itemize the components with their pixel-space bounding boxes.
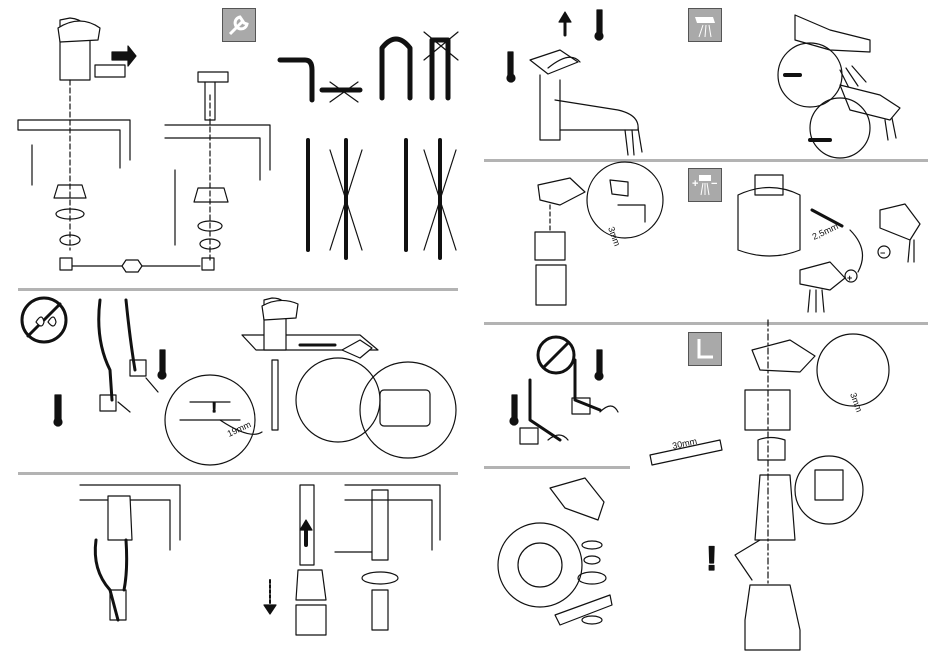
handle-removal-figure (535, 162, 663, 305)
hex-key-size-bottom-label: 3mm (848, 391, 864, 413)
svg-text:!: ! (706, 540, 717, 578)
handle-operation-figure (507, 10, 642, 155)
hex-key-size-small-label: 2,5mm (811, 221, 840, 242)
faucet-mounting-figure (18, 18, 270, 272)
aerator-figure (498, 478, 612, 625)
hose-connect-figure (80, 485, 440, 635)
hex-key-size-top-label: 3mm (606, 225, 622, 247)
minus-symbol: − (880, 248, 885, 258)
hose-bending-figure (280, 32, 458, 258)
shutoff-valves-figure (510, 337, 618, 444)
svg-text:!: ! (212, 400, 216, 415)
connection-figure: ! (22, 298, 456, 465)
limiter-cartridge-figure (738, 175, 920, 312)
shower-head-figure (778, 15, 900, 158)
plus-symbol: + (847, 273, 852, 283)
wrench-size-label: 19mm (226, 419, 253, 439)
cartridge-replacement-figure: ! (650, 320, 889, 650)
